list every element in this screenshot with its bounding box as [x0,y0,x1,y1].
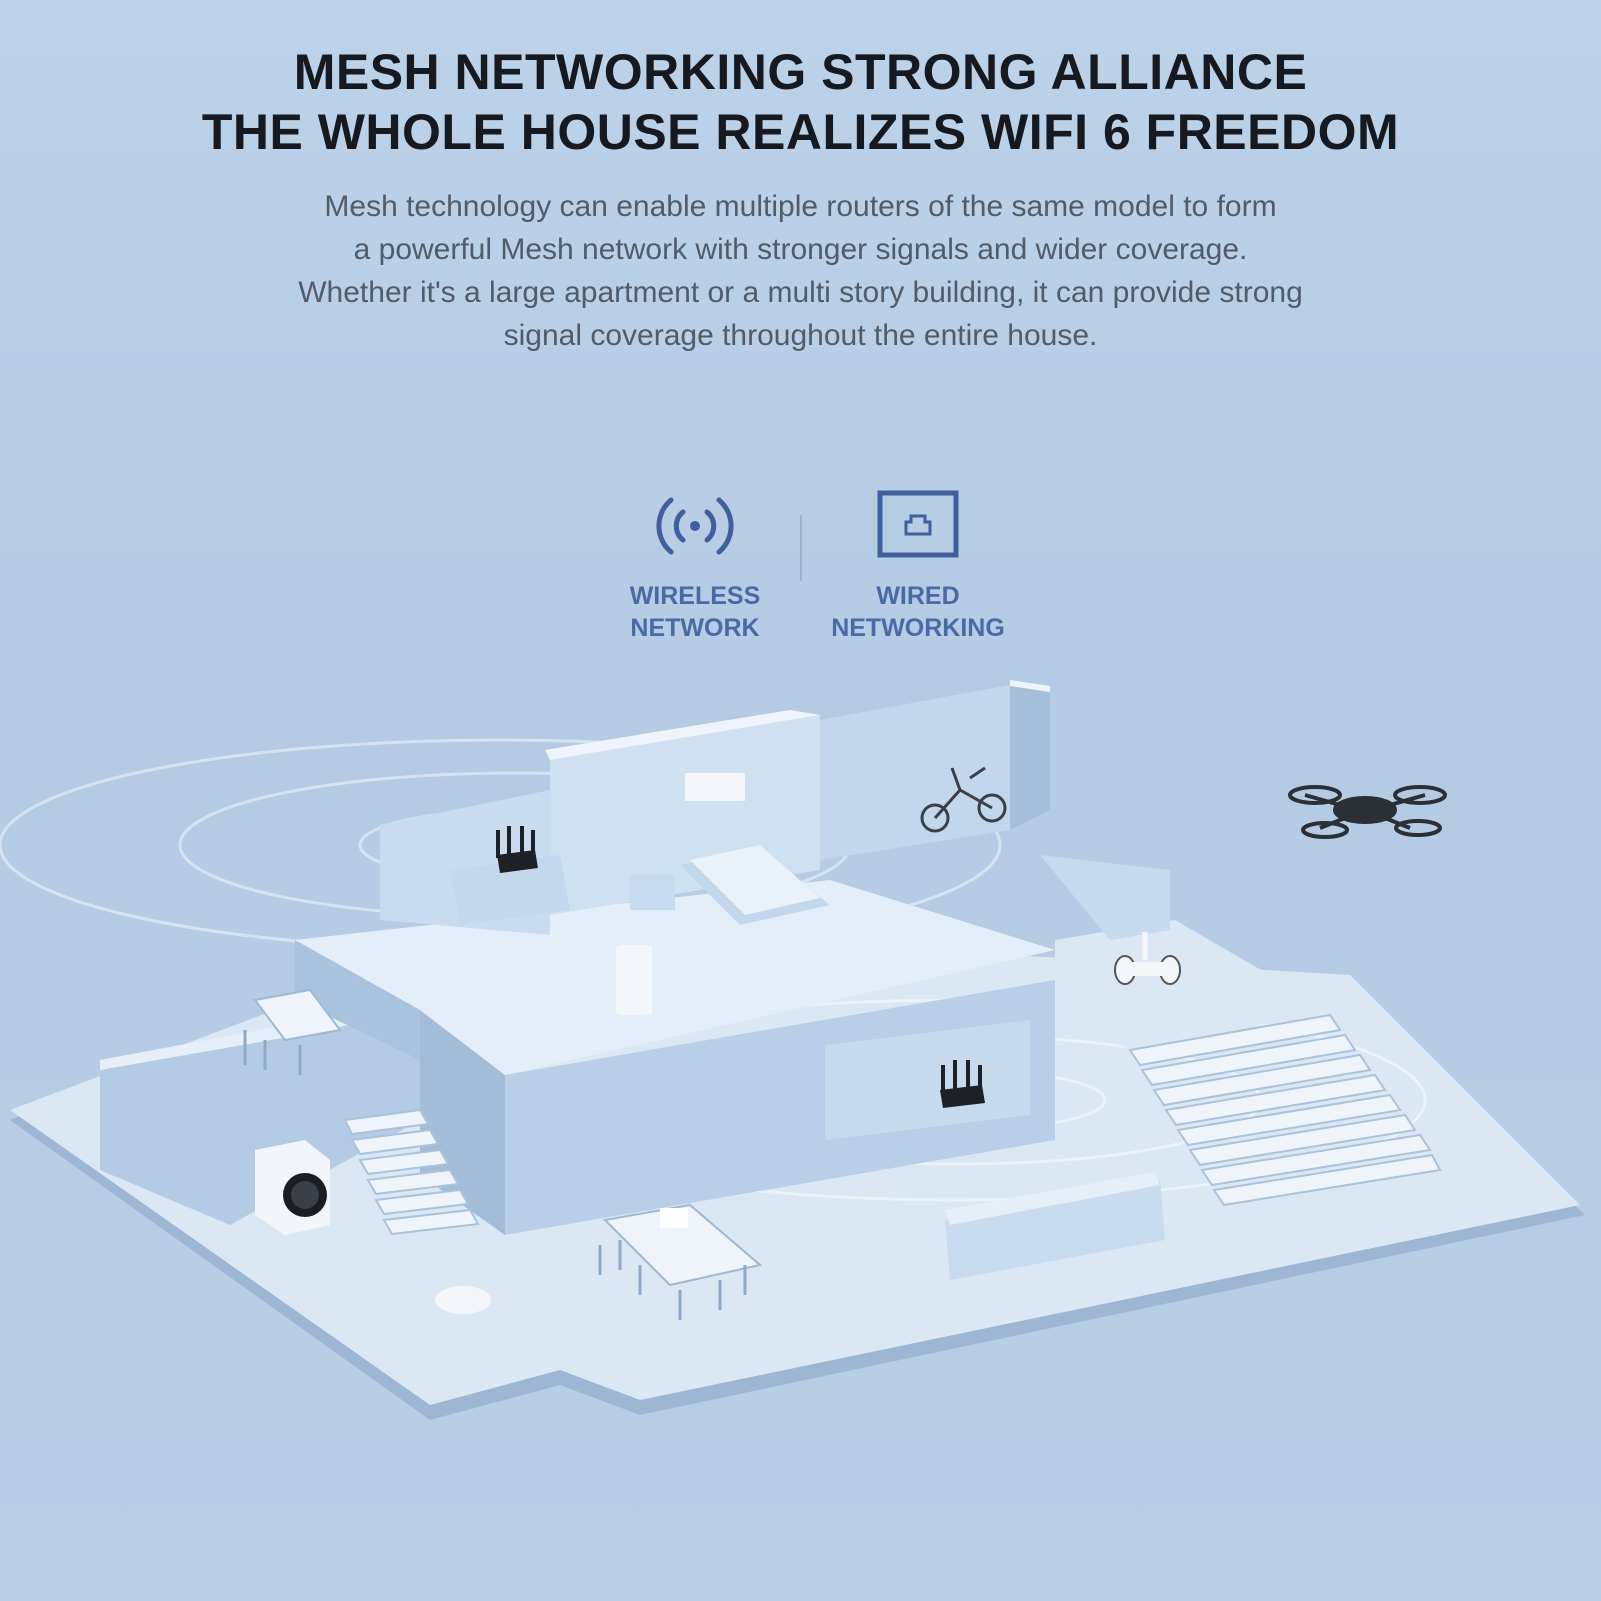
description-line-1: Mesh technology can enable multiple rout… [324,190,1277,223]
dining-table [598,1203,763,1320]
wireless-label-line-1: WIRELESS [629,582,761,610]
description-line-2: a powerful Mesh network with stronger si… [353,233,1248,266]
small-table [243,988,342,1075]
description: Mesh technology can enable multiple rout… [180,185,1421,357]
feature-divider [800,515,802,581]
ethernet-port-icon [877,490,959,558]
wall-device [685,773,745,801]
description-line-4: signal coverage throughout the entire ho… [503,319,1098,352]
drone [1288,785,1447,839]
house-illustration [0,680,1585,1420]
router-upper [496,826,538,873]
sofa-living [945,1172,1165,1280]
tv-wall [825,1020,1030,1140]
feature-wired-networking: WIRED NETWORKING [818,490,1018,644]
description-line-3: Whether it's a large apartment or a mult… [298,276,1303,309]
air-purifier [616,945,652,1015]
wired-label-line-1: WIRED [876,582,960,610]
robot-vacuum [435,1286,491,1314]
router-lower [940,1060,985,1108]
bed [630,845,830,925]
right-stairs [1128,1013,1442,1207]
bicycle [920,766,1007,833]
headline: MESH NETWORKING STRONG ALLIANCE THE WHOL… [0,42,1601,162]
headline-line-1: MESH NETWORKING STRONG ALLIANCE [293,44,1308,100]
balance-scooter [1114,932,1181,985]
washing-machine [255,1140,330,1235]
wired-label-line-2: NETWORKING [831,614,1005,642]
wireless-label-line-2: NETWORK [630,614,760,642]
feature-wireless-network: WIRELESS NETWORK [610,490,780,644]
right-terrace [1040,855,1330,1050]
left-stairs [343,1108,480,1236]
sofa-upper [450,855,570,925]
wifi-signal-icon [656,497,734,555]
headline-line-2: THE WHOLE HOUSE REALIZES WIFI 6 FREEDOM [201,104,1400,160]
